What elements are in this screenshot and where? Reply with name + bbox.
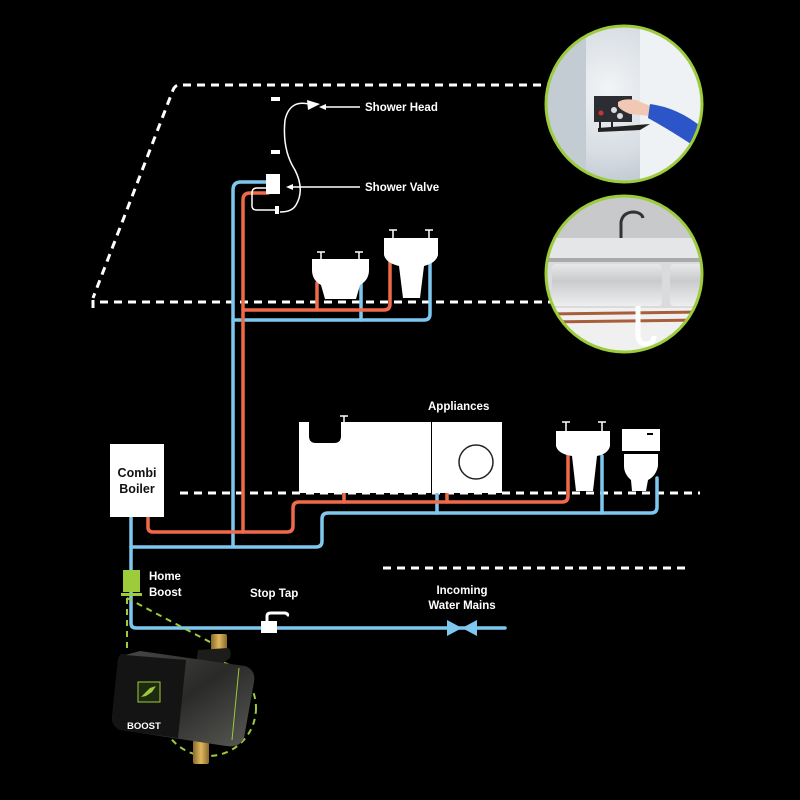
- shower-valve-icon: [266, 174, 280, 194]
- valve-left-icon: [447, 620, 462, 636]
- boiler-control-photo: [544, 24, 704, 184]
- basin-downstairs: [556, 421, 610, 491]
- mains-valve: [447, 620, 477, 636]
- stop-tap-icon: [261, 621, 277, 633]
- shower-head-icon: [307, 100, 320, 110]
- shower-rail-top: [271, 97, 280, 101]
- incoming-mains-label-line2: Water Mains: [428, 600, 495, 612]
- faucet: [619, 210, 645, 238]
- sink-bowl: [309, 422, 341, 443]
- waste-trap: [635, 306, 657, 347]
- sleeve: [648, 104, 702, 150]
- combi-boiler: Combi Boiler: [110, 444, 164, 517]
- kitchen-sink-photo: [544, 194, 704, 354]
- combi-boiler-label-line1: Combi: [118, 466, 157, 480]
- incoming-mains-label-line1: Incoming: [436, 585, 487, 597]
- hot-water-pipes: [146, 191, 570, 534]
- combi-boiler-label-line2: Boiler: [119, 482, 155, 496]
- shower-rail-bottom: [271, 150, 280, 154]
- pump-brand-label: BOOST: [127, 721, 161, 732]
- home-boost-icon: [123, 570, 140, 592]
- bidet: [312, 251, 369, 299]
- shower-head-label: Shower Head: [365, 102, 438, 114]
- sink-bowl-left: [552, 264, 662, 306]
- cold-water-pipes: [129, 180, 659, 630]
- appliances: [299, 415, 502, 493]
- appliances-label: Appliances: [428, 401, 489, 413]
- toilet-cistern: [622, 429, 660, 451]
- basin-upstairs: [384, 229, 438, 298]
- hand: [618, 99, 655, 116]
- stop-tap-label: Stop Tap: [250, 588, 298, 600]
- washing-machine-door: [458, 444, 494, 480]
- home-boost-unit: [121, 570, 142, 596]
- home-boost-label-line2: Boost: [149, 587, 182, 599]
- stop-tap: [261, 611, 290, 633]
- toilet: [622, 429, 660, 491]
- home-boost-label-line1: Home: [149, 571, 181, 583]
- shower: [251, 97, 360, 214]
- toilet-bowl: [624, 454, 658, 491]
- pump-outlet-fitting: [193, 740, 209, 764]
- pump-closeup: BOOST: [112, 597, 257, 764]
- valve-right-icon: [462, 620, 477, 636]
- shower-valve-label: Shower Valve: [365, 182, 439, 194]
- copper-pipe: [546, 310, 702, 316]
